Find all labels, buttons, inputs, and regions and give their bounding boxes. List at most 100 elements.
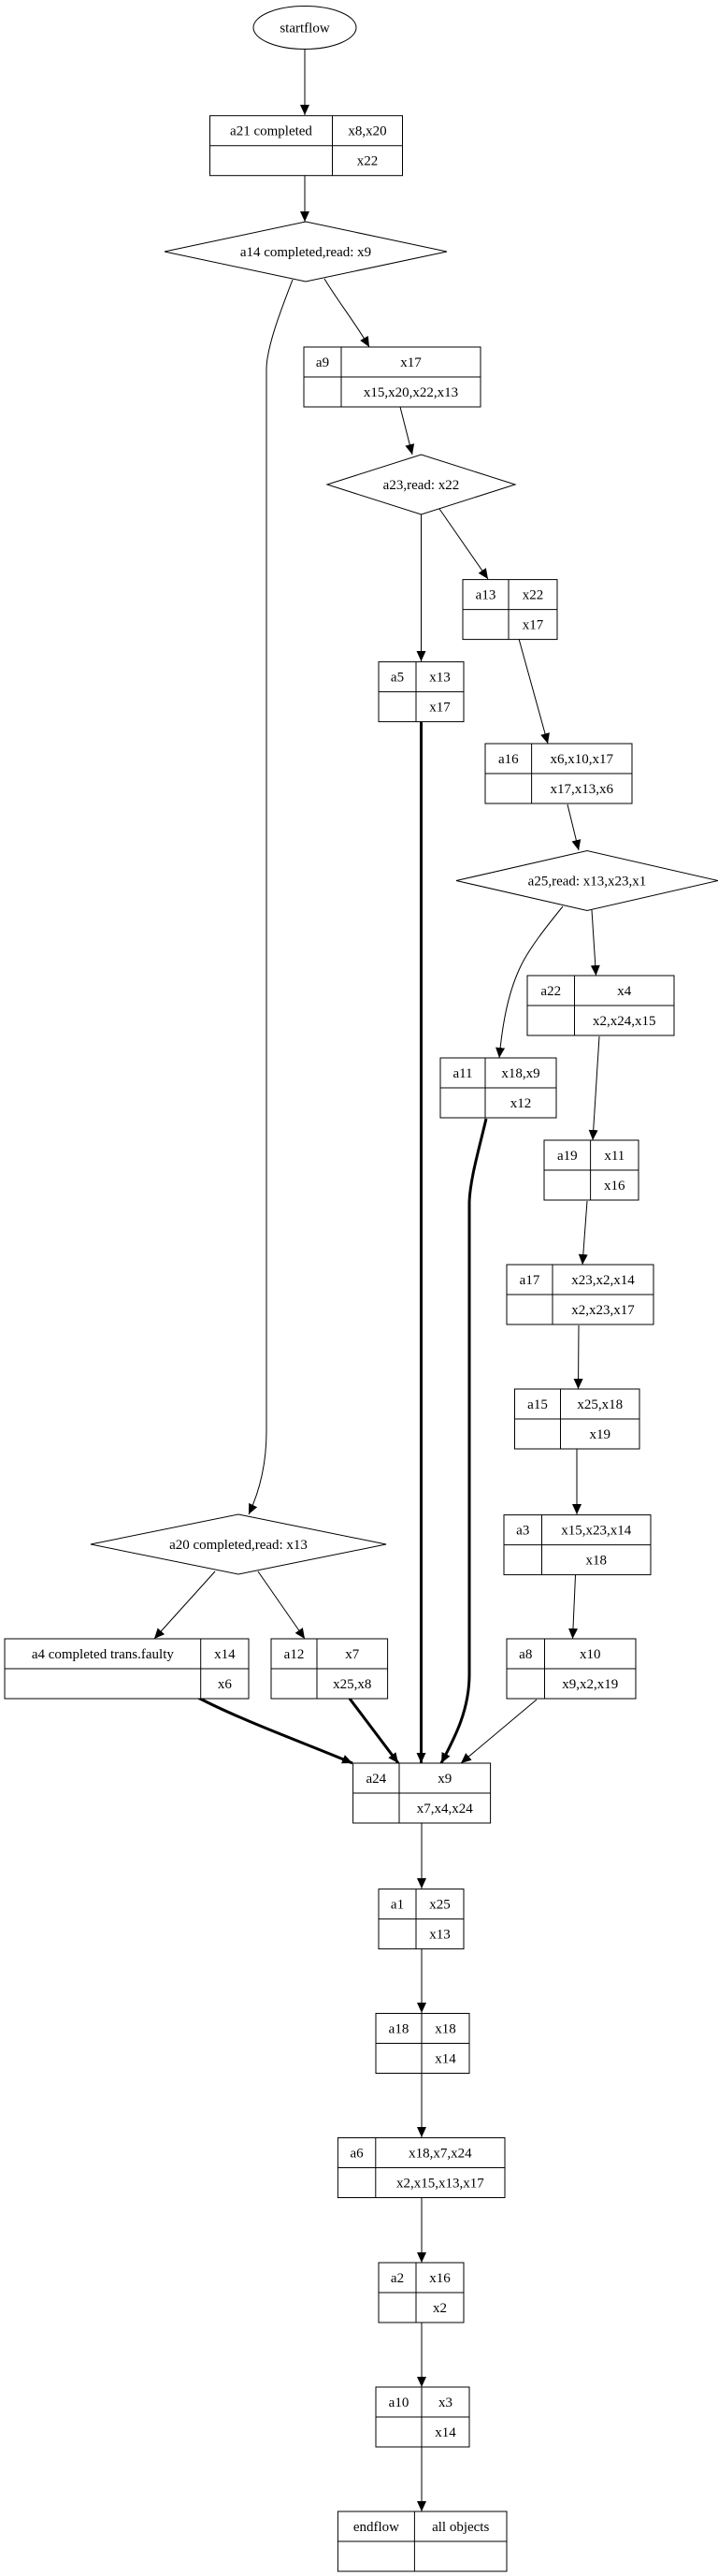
edge-a14-a20 [248, 279, 294, 1515]
node-top-value: x22 [523, 588, 544, 603]
node-a5[interactable]: a5 x13 x17 [378, 661, 465, 723]
node-bottom-value: x17 [429, 701, 451, 716]
edge-a14-a9 [323, 278, 370, 348]
edge-a12-a24 [348, 1698, 400, 1764]
node-name: a5 [391, 671, 404, 686]
decision-a14[interactable]: a14 completed,read: x9 [164, 221, 448, 282]
node-top-value: x25 [429, 1898, 451, 1913]
decision-label: a20 completed,read: x13 [169, 1538, 308, 1553]
edge-a17-a15 [573, 1324, 583, 1390]
node-top-value: x6,x10,x17 [551, 752, 614, 767]
decision-label: a25,read: x13,x23,x1 [528, 875, 647, 890]
node-bottom-value: x13 [429, 1928, 451, 1943]
edge-a11-a24 [439, 1118, 488, 1764]
node-a24[interactable]: a24 x9 x7,x4,x24 [352, 1762, 492, 1824]
start-ellipse [252, 6, 357, 50]
node-top-value: all objects [432, 2520, 489, 2535]
edge-a20-a12 [257, 1570, 306, 1640]
node-top-value: x25,x18 [577, 1397, 623, 1412]
decision-a23[interactable]: a23,read: x22 [325, 454, 517, 515]
edge-a8-a24 [460, 1699, 538, 1764]
node-top-value: x13 [429, 671, 451, 686]
edge-a19-a17 [578, 1200, 588, 1266]
node-top-value: x8,x20 [348, 124, 386, 139]
node-top-value: x7 [345, 1647, 360, 1662]
node-a4[interactable]: a4 completed trans.faulty x14 x6 [4, 1638, 250, 1700]
node-name: a2 [391, 2271, 404, 2286]
edge-a20-a4 [153, 1570, 216, 1640]
node-name: a9 [316, 355, 329, 370]
edge-a23-a13 [438, 508, 489, 580]
node-name: a10 [389, 2395, 409, 2410]
node-name: a8 [519, 1647, 532, 1662]
node-bottom-value: x2,x15,x13,x17 [396, 2177, 484, 2192]
edge-a9-a23 [399, 406, 415, 456]
node-startflow[interactable]: startflow [252, 6, 357, 50]
decision-diamond [455, 849, 718, 912]
node-bottom-value: x18 [586, 1554, 608, 1569]
node-a15[interactable]: a15 x25,x18 x19 [514, 1388, 640, 1450]
node-bottom-value: x7,x4,x24 [417, 1802, 474, 1816]
node-a1[interactable]: a1 x25 x13 [378, 1889, 465, 1950]
node-top-value: x18 [435, 2022, 456, 2037]
edges [153, 50, 600, 2511]
node-a2[interactable]: a2 x16 x2 [378, 2262, 465, 2323]
decision-a20[interactable]: a20 completed,read: x13 [90, 1513, 387, 1575]
node-name: a4 completed trans.faulty [32, 1647, 175, 1662]
node-a3[interactable]: a3 x15,x23,x14 x18 [503, 1514, 652, 1576]
edge-a16-a25 [567, 803, 582, 851]
node-top-value: x11 [604, 1149, 625, 1164]
node-name: a3 [516, 1524, 529, 1539]
node-top-value: x15,x23,x14 [561, 1524, 632, 1539]
node-bottom-value: x6 [218, 1677, 233, 1692]
node-top-value: x18,x7,x24 [409, 2147, 472, 2162]
edge-a3-a8 [567, 1574, 578, 1640]
node-name: a16 [498, 752, 519, 767]
node-bottom-value: x17 [523, 618, 544, 633]
start-label: startflow [280, 22, 329, 36]
node-name: a1 [391, 1898, 404, 1913]
node-bottom-value: x17,x13,x6 [551, 782, 614, 797]
node-name: a24 [366, 1772, 386, 1787]
decision-label: a14 completed,read: x9 [240, 245, 371, 260]
decision-a25[interactable]: a25,read: x13,x23,x1 [455, 849, 718, 912]
node-name: a12 [284, 1647, 305, 1662]
node-bottom-value: x16 [604, 1179, 625, 1194]
node-name: a21 completed [230, 124, 312, 139]
node-name: endflow [353, 2520, 399, 2535]
node-endflow[interactable]: endflow all objects [337, 2511, 508, 2572]
node-top-value: x9 [438, 1772, 452, 1787]
node-top-value: x17 [400, 355, 422, 370]
node-bottom-value: x2 [433, 2301, 447, 2316]
node-bottom-value: x12 [510, 1096, 532, 1111]
node-bottom-value: x19 [590, 1427, 611, 1442]
node-bottom-value: x2,x24,x15 [593, 1014, 656, 1029]
node-a6[interactable]: a6 x18,x7,x24 x2,x15,x13,x17 [337, 2137, 506, 2198]
node-bottom-value: x14 [435, 2052, 456, 2067]
node-top-value: x4 [617, 984, 632, 999]
decision-diamond [325, 454, 517, 515]
node-top-value: x14 [214, 1647, 236, 1662]
node-top-value: x16 [429, 2271, 451, 2286]
node-top-value: x18,x9 [501, 1066, 539, 1081]
node-name: a6 [351, 2147, 365, 2162]
decision-diamond [90, 1513, 387, 1575]
node-a16[interactable]: a16 x6,x10,x17 x17,x13,x6 [484, 743, 633, 804]
node-bottom-value: x9,x2,x19 [562, 1677, 618, 1692]
edge-a25-a22 [590, 909, 600, 977]
node-name: a17 [520, 1273, 540, 1288]
node-name: a15 [527, 1397, 548, 1412]
nodes: startflow a14 completed,read: x9 a23,read:… [4, 6, 718, 2572]
